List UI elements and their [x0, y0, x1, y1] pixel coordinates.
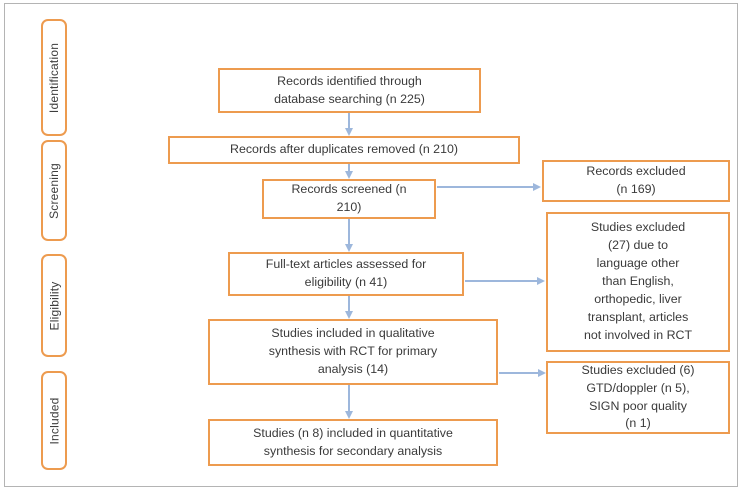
stage-label-identification: Identification — [41, 19, 67, 136]
arrow-qualitative-to-excluded-quality — [499, 369, 546, 376]
box-records-screened-text: Records screened (n 210) — [291, 182, 407, 214]
box-records-after-duplicates-text: Records after duplicates removed (n 210) — [230, 142, 458, 156]
arrow-duplicates-to-screened — [345, 164, 353, 179]
stage-label-screening-text: Screening — [47, 162, 61, 219]
box-qualitative-synthesis: Studies included in qualitative synthesi… — [208, 319, 498, 385]
box-records-excluded-text: Records excluded (n 169) — [586, 164, 686, 196]
stage-label-included-text: Included — [47, 397, 62, 444]
box-studies-excluded-language-text: Studies excluded (27) due to language ot… — [583, 220, 693, 342]
box-records-excluded: Records excluded (n 169) — [542, 160, 730, 202]
box-studies-excluded-quality-text: Studies excluded (6) GTD/doppler (n 5), … — [581, 362, 695, 431]
box-records-identified-text: Records identified through database sear… — [274, 73, 425, 106]
box-fulltext-assessed-text: Full-text articles assessed for eligibil… — [265, 257, 427, 289]
stage-label-included: Included — [41, 371, 67, 470]
box-quantitative-synthesis: Studies (n 8) included in quantitative s… — [208, 419, 498, 466]
box-studies-excluded-language: Studies excluded (27) due to language ot… — [546, 212, 730, 352]
box-records-after-duplicates: Records after duplicates removed (n 210) — [168, 136, 520, 164]
box-records-identified: Records identified through database sear… — [218, 68, 481, 113]
box-fulltext-assessed: Full-text articles assessed for eligibil… — [228, 252, 464, 296]
stage-label-screening: Screening — [41, 140, 67, 241]
box-records-screened: Records screened (n 210) — [262, 179, 436, 219]
arrow-fulltext-to-qualitative — [345, 296, 353, 319]
arrow-identified-to-duplicates — [345, 113, 353, 136]
arrow-fulltext-to-excluded-language — [465, 277, 545, 284]
box-quantitative-synthesis-text: Studies (n 8) included in quantitative s… — [253, 425, 453, 458]
stage-label-eligibility-text: Eligibility — [47, 281, 62, 330]
box-qualitative-synthesis-text: Studies included in qualitative synthesi… — [268, 326, 438, 376]
arrow-qualitative-to-quantitative — [345, 385, 353, 419]
stage-label-eligibility: Eligibility — [41, 254, 67, 357]
box-studies-excluded-quality: Studies excluded (6) GTD/doppler (n 5), … — [546, 361, 730, 434]
arrow-screened-to-excluded — [437, 183, 541, 190]
stage-label-identification-text: Identification — [47, 42, 61, 113]
arrow-screened-to-fulltext — [345, 219, 353, 252]
